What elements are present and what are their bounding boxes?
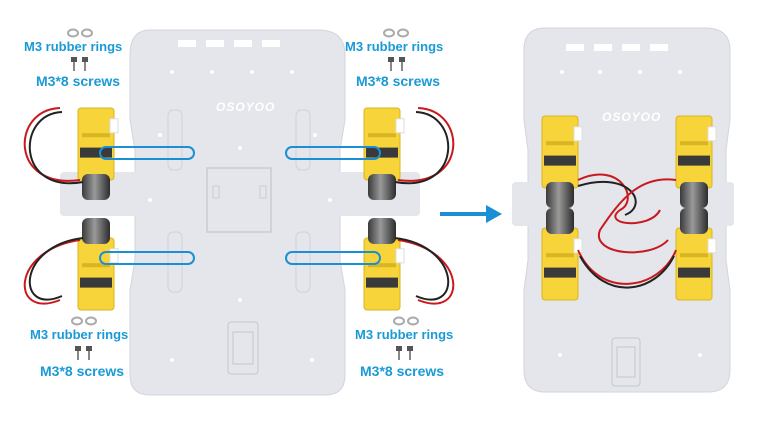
rings-label-top-left: M3 rubber rings xyxy=(24,39,123,54)
wire-assembled-red-2 xyxy=(597,178,677,254)
rubber-ring-icon xyxy=(71,316,97,326)
wire-top-right-black xyxy=(394,111,450,185)
wire-bottom-right-black xyxy=(394,237,450,301)
left-chassis-plate xyxy=(60,29,420,396)
screw-icon xyxy=(388,57,405,71)
guide-top-left xyxy=(99,146,195,160)
guide-bottom-right xyxy=(285,251,381,265)
mounted-motor-bottom-right xyxy=(675,208,717,301)
right-logo: OSOYOO xyxy=(602,110,662,124)
rubber-ring-icon xyxy=(383,28,409,38)
wire-bottom-left-black xyxy=(28,237,84,301)
screws-label-top-left: M3*8 screws xyxy=(36,73,121,89)
rings-label-bottom-right: M3 rubber rings xyxy=(355,327,454,342)
wire-assembled-red-1 xyxy=(577,173,661,225)
wire-assembled-black-3 xyxy=(579,255,675,289)
motor-bottom-left xyxy=(77,218,119,311)
screws-label-bottom-right: M3*8 screws xyxy=(360,363,445,379)
screw-icon xyxy=(75,346,92,360)
wire-bottom-right-red xyxy=(397,239,455,305)
guide-bottom-left xyxy=(99,251,195,265)
arrow-right-icon xyxy=(440,205,502,223)
rubber-ring-icon xyxy=(67,28,93,38)
screw-icon xyxy=(71,57,88,71)
mounted-motor-top-right xyxy=(675,115,717,208)
rings-label-bottom-left: M3 rubber rings xyxy=(30,327,129,342)
wire-top-left-black xyxy=(28,111,84,185)
left-logo: OSOYOO xyxy=(216,100,276,114)
wire-assembled-red-3 xyxy=(577,249,677,285)
rubber-ring-icon xyxy=(393,316,419,326)
wire-top-right-red xyxy=(397,107,455,182)
wire-assembled-black-1 xyxy=(577,180,637,216)
wire-top-left-red xyxy=(23,107,81,182)
guide-top-right xyxy=(285,146,381,160)
mounted-motor-bottom-left xyxy=(541,208,583,301)
mounted-motor-top-left xyxy=(541,115,583,208)
screws-label-bottom-left: M3*8 screws xyxy=(40,363,125,379)
motor-top-left xyxy=(77,107,119,200)
motor-bottom-right xyxy=(363,218,405,311)
screw-icon xyxy=(396,346,413,360)
wire-bottom-left-red xyxy=(23,239,81,305)
motor-top-right xyxy=(363,107,405,200)
screws-label-top-right: M3*8 screws xyxy=(356,73,441,89)
rings-label-top-right: M3 rubber rings xyxy=(345,39,444,54)
